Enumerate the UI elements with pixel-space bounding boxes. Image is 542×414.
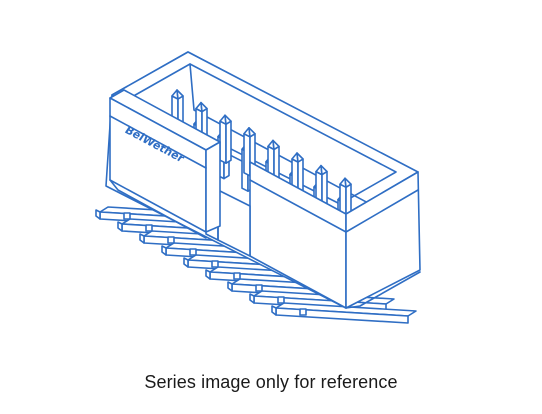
lead bbox=[271, 302, 417, 324]
housing-right-side bbox=[345, 171, 421, 309]
box-header-connector: BelWether bbox=[95, 51, 421, 324]
connector-illustration: BelWether bbox=[95, 51, 421, 324]
housing-left-edge bbox=[205, 141, 221, 233]
reference-caption: Series image only for reference bbox=[144, 372, 398, 392]
pin bbox=[219, 114, 232, 164]
